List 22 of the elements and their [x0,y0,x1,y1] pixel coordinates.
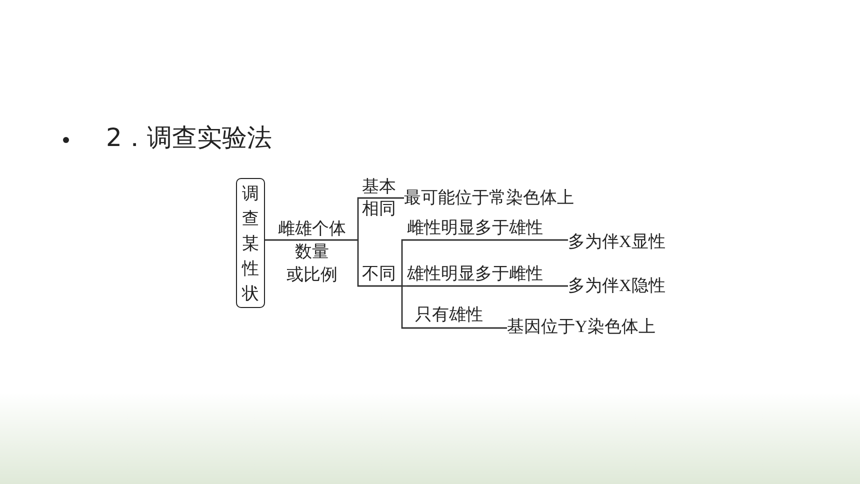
connector-line [362,197,404,199]
connector-line [401,286,415,329]
connector-line [407,285,568,287]
connector-line [401,239,407,286]
title: 2．调查实验法 [106,122,272,154]
branch-text: 雌雄个体数量或比例 [266,217,358,286]
branch-text: 不同 [362,263,402,285]
branch-text: 基因位于Y染色体上 [507,316,656,338]
connector-line [415,327,507,329]
branch-text: 多为伴X显性 [568,231,666,253]
branch-text: 只有雄性 [415,304,483,326]
branch-text: 多为伴X隐性 [568,275,666,297]
branch-text: 基本相同 [362,176,402,220]
topic-box: 调查某性状 [236,178,265,308]
connector-line [357,240,402,287]
connector-line [407,239,568,241]
branch-text: 最可能位于常染色体上 [404,187,574,209]
connector-line [357,197,362,240]
branch-text: 雌性明显多于雄性 [407,217,543,239]
branch-text: 雄性明显多于雌性 [407,263,543,285]
connector-line [265,239,358,241]
connector-line [402,285,407,287]
